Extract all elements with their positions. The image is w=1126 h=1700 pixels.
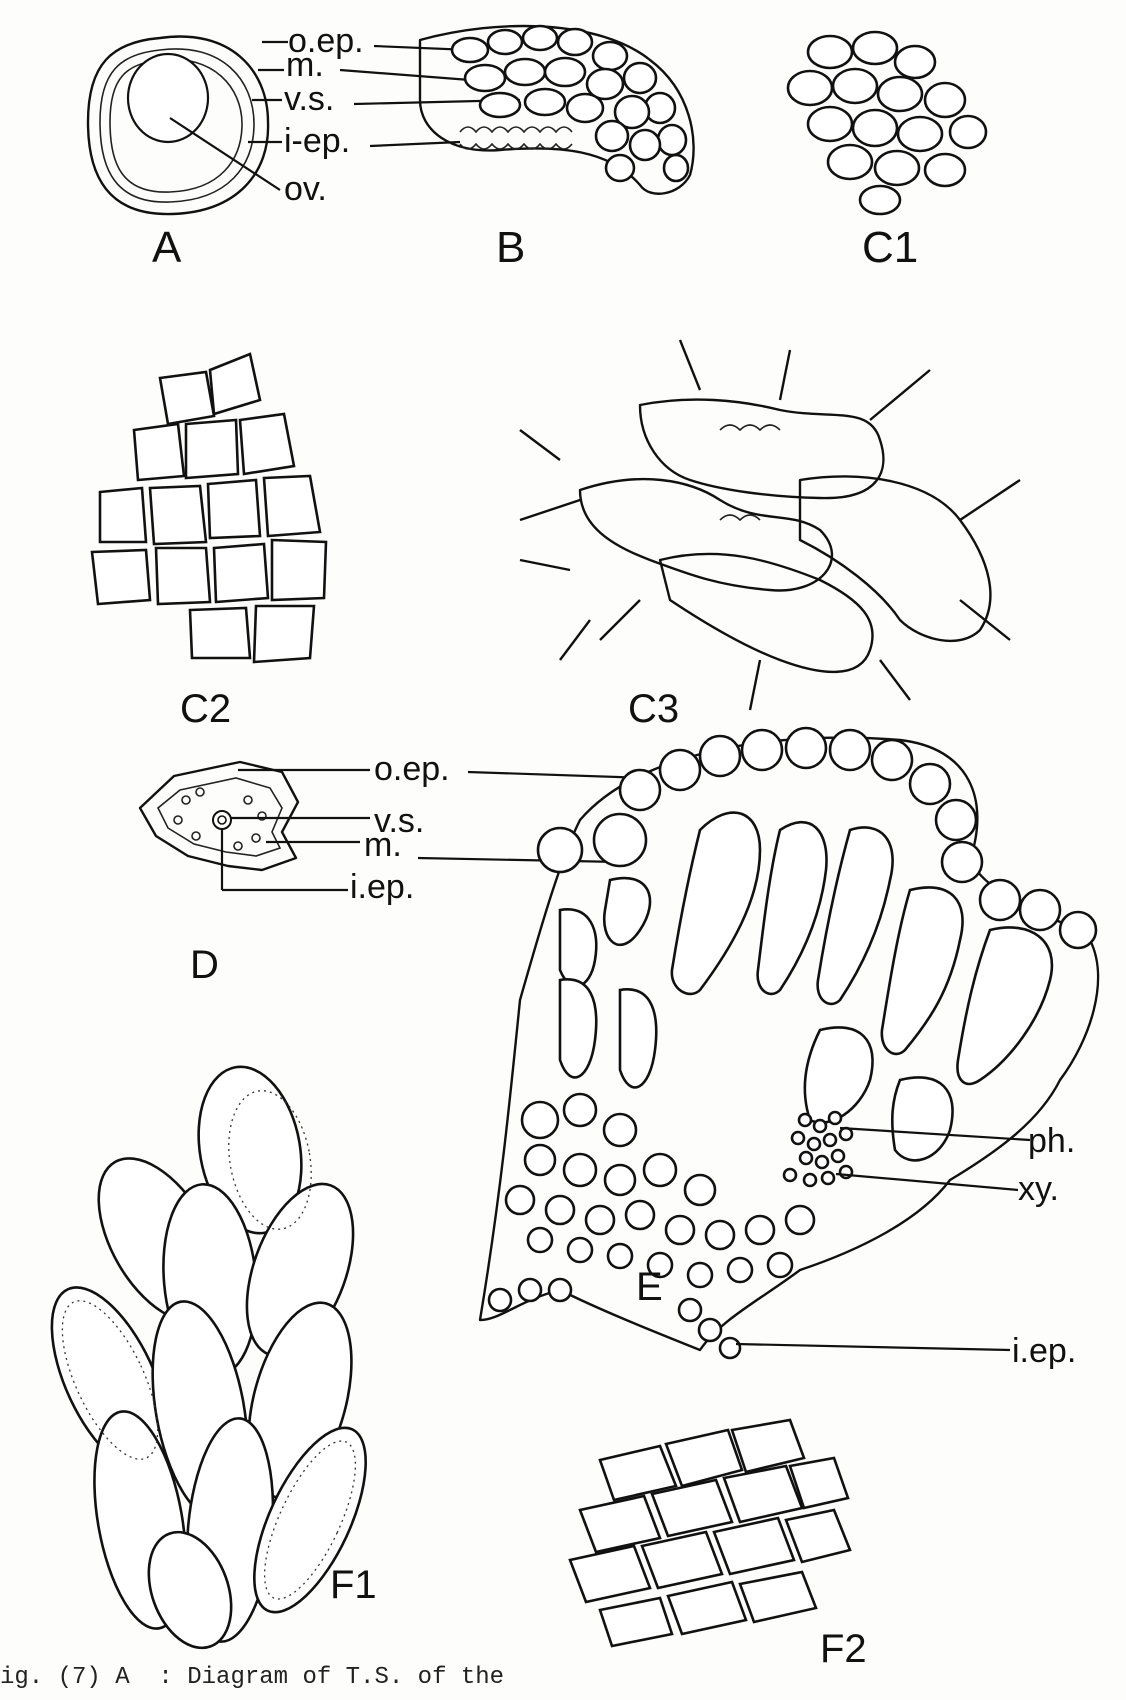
panel-label-a: A xyxy=(152,223,182,272)
label-d-iep: i.ep. xyxy=(350,868,414,906)
panel-a-diagram: o.ep. m. v.s. i-ep. ov. A xyxy=(88,22,520,272)
panel-label-d: D xyxy=(190,943,219,987)
figure-caption: ig. (7) A : Diagram of T.S. of the xyxy=(0,1664,504,1691)
label-a-vs: v.s. xyxy=(284,80,334,118)
label-d-oep: o.ep. xyxy=(374,750,450,788)
label-e-xy: xy. xyxy=(1018,1170,1059,1208)
panel-c2-diagram: C2 xyxy=(92,354,326,731)
panel-b-diagram: B xyxy=(420,26,694,272)
panel-c1-diagram: C1 xyxy=(788,32,986,272)
panel-label-c2: C2 xyxy=(180,687,231,731)
label-a-m: m. xyxy=(286,46,324,84)
panel-label-e: E xyxy=(636,1265,663,1309)
label-a-ov: ov. xyxy=(284,170,327,208)
panel-c3-diagram: C3 xyxy=(520,340,1020,731)
label-e-ph: ph. xyxy=(1028,1122,1075,1160)
label-d-m: m. xyxy=(364,826,402,864)
panel-label-b: B xyxy=(496,223,525,272)
panel-e-diagram: ph. xy. i.ep. E xyxy=(480,728,1098,1370)
label-a-iep: i-ep. xyxy=(284,122,350,160)
panel-label-f2: F2 xyxy=(820,1627,867,1671)
panel-label-c1: C1 xyxy=(862,223,918,272)
panel-f2-diagram: F2 xyxy=(570,1420,867,1671)
panel-label-c3: C3 xyxy=(628,687,679,731)
panel-f1-diagram: F1 xyxy=(28,1059,389,1660)
panel-label-f1: F1 xyxy=(330,1563,377,1607)
label-e-iep: i.ep. xyxy=(1012,1332,1076,1370)
